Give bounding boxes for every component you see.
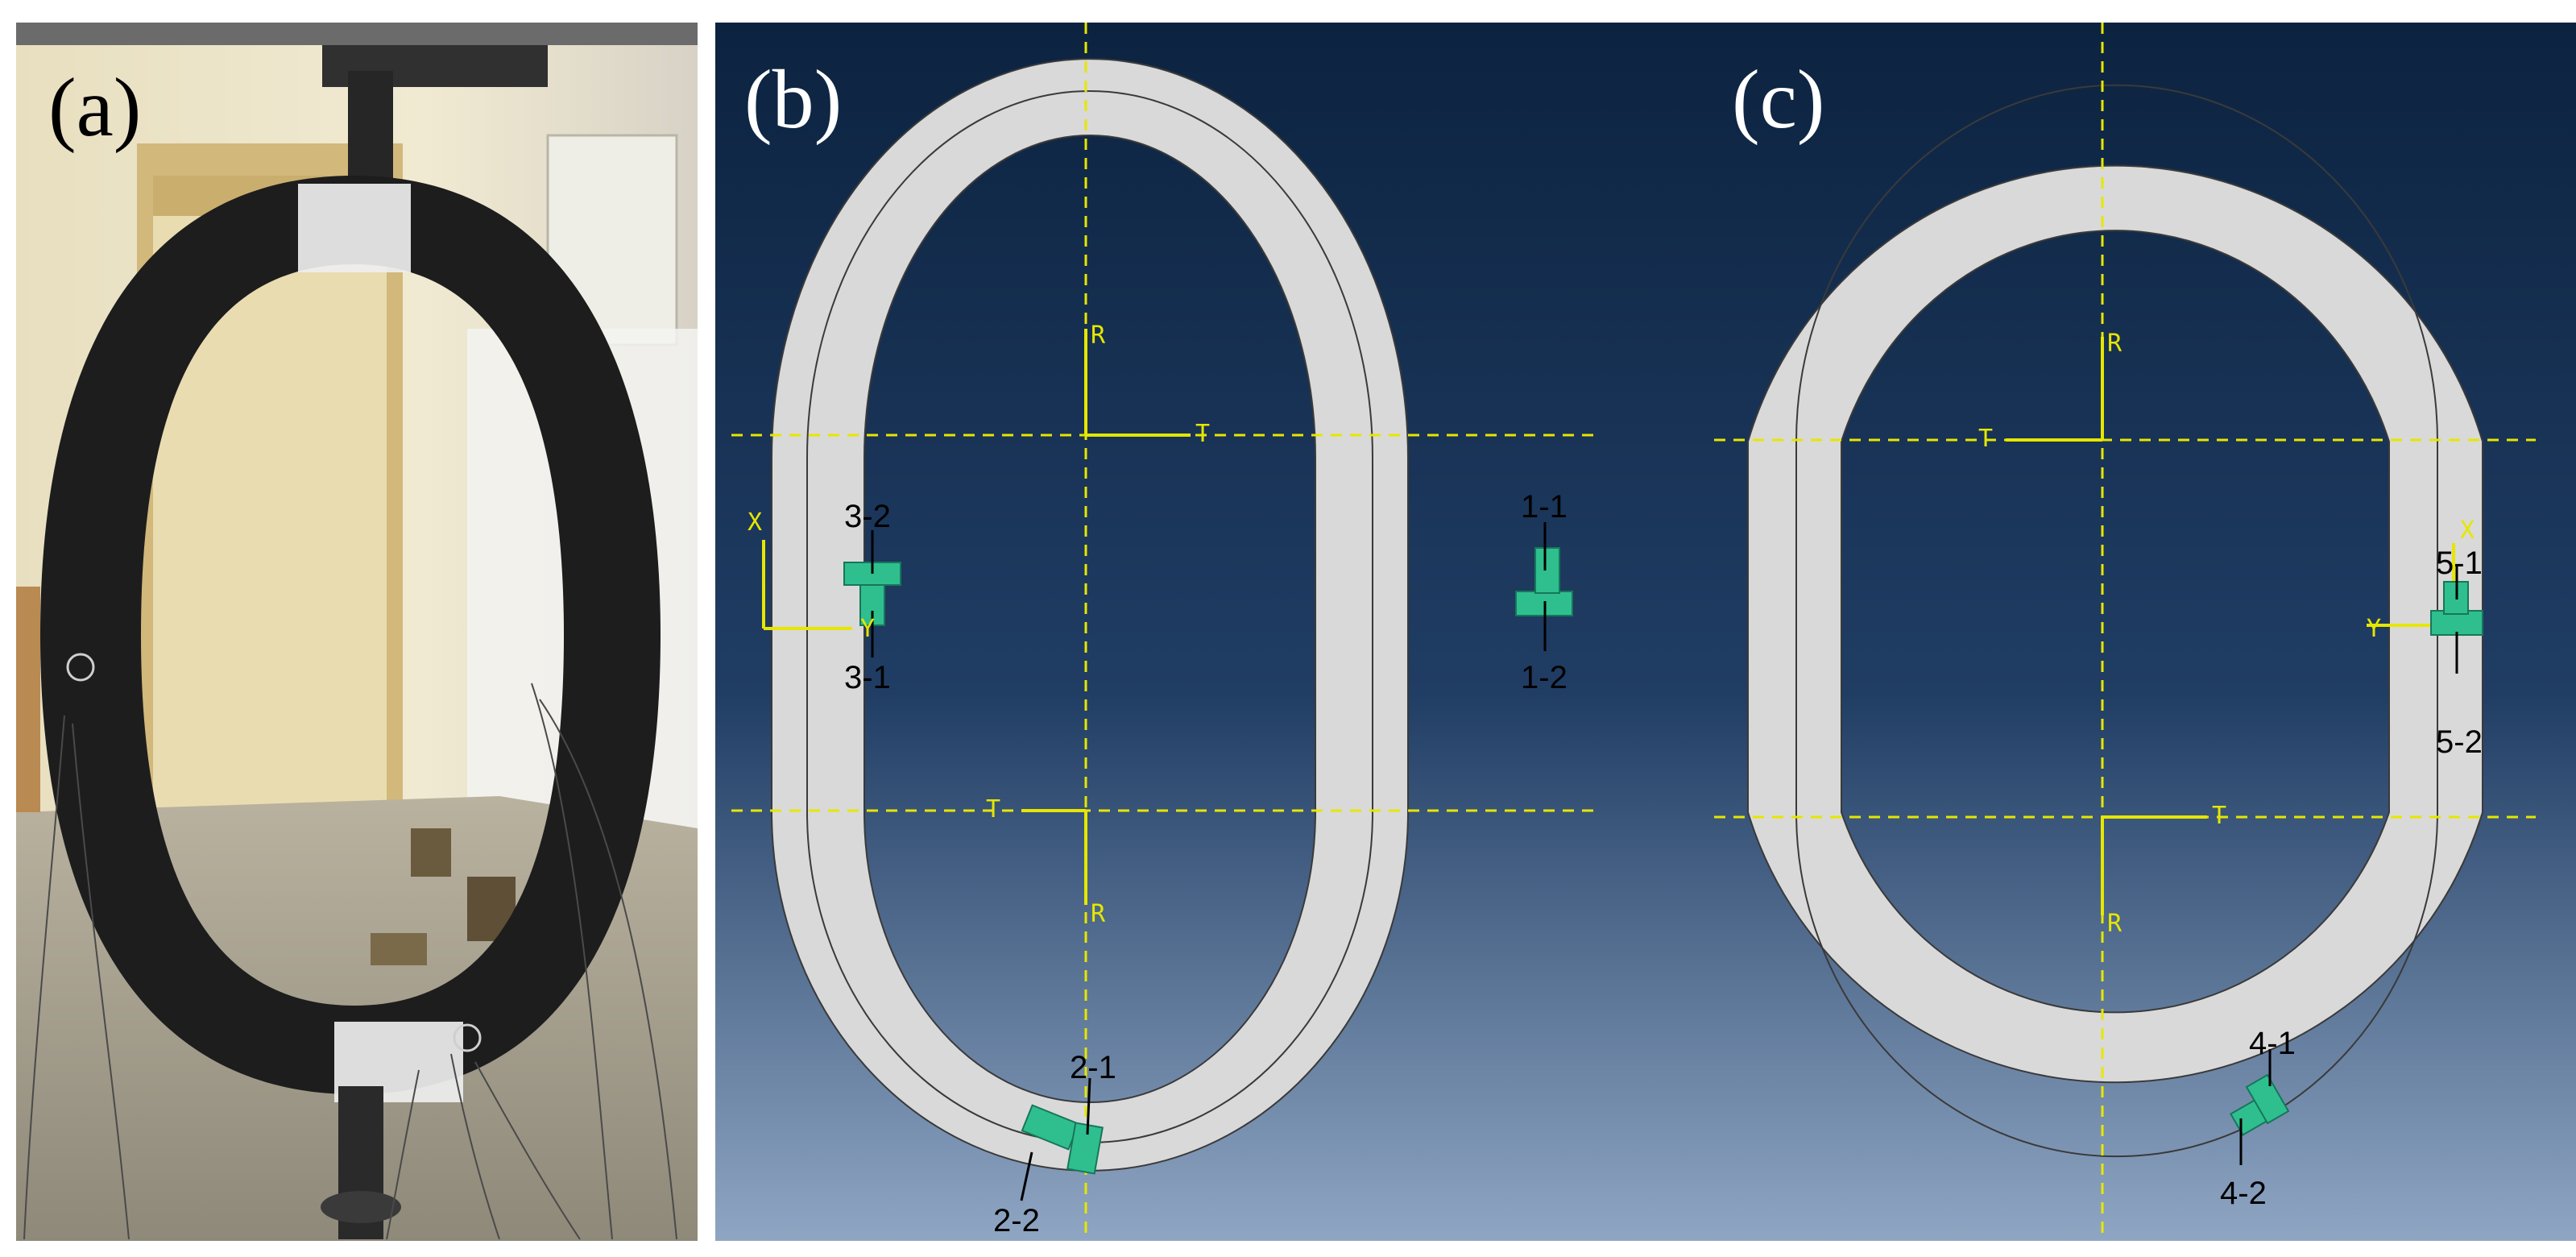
gauge-leaders-b xyxy=(871,522,1547,1201)
csys-label-t-top: T xyxy=(1195,420,1210,448)
gauge-label-1-1: 1-1 xyxy=(1521,489,1568,525)
csys-label-x: X xyxy=(748,508,762,537)
gauge-label-5-1: 5-1 xyxy=(2436,546,2483,581)
gauge-label-1-2: 1-2 xyxy=(1521,660,1568,695)
csys-label-y: Y xyxy=(2367,615,2381,643)
fe-model-panel-c: R T T R X Y 4-1 4-2 5-1 5-2 (c) xyxy=(1642,23,2576,1241)
csys-label-r-bottom: R xyxy=(2107,910,2123,938)
gauge-label-4-1: 4-1 xyxy=(2249,1026,2296,1061)
csys-label-x: X xyxy=(2460,516,2475,545)
strain-gauges-c xyxy=(2230,581,2483,1136)
ring-section xyxy=(771,58,1409,1172)
ring-layer-line xyxy=(806,90,1373,1143)
local-csys xyxy=(762,329,1191,905)
csys-label-r-top: R xyxy=(1091,322,1106,350)
gauge-leaders-c xyxy=(2239,564,2458,1165)
tape-top xyxy=(298,184,411,272)
fe-viewport-c: R T T R X Y 4-1 4-2 5-1 5-2 xyxy=(1642,23,2576,1241)
panel-label-b: (b) xyxy=(744,53,843,146)
gauge-label-3-1: 3-1 xyxy=(844,660,891,695)
csys-label-y: Y xyxy=(860,615,875,643)
fe-model-panel-b: R T T R X Y 1-1 1-2 2-1 2-2 3-1 3-2 (b) xyxy=(715,23,1642,1241)
lead-wires xyxy=(23,682,677,1240)
test-rig-photo xyxy=(16,23,698,1241)
csys-label-r-bottom: R xyxy=(1091,900,1106,928)
csys-label-r-top: R xyxy=(2107,330,2123,358)
fe-viewport-b: R T T R X Y 1-1 1-2 2-1 2-2 3-1 3-2 xyxy=(715,23,1642,1241)
photo-panel-a: (a) xyxy=(16,23,698,1241)
gauge-label-3-2: 3-2 xyxy=(844,499,891,534)
gauge-label-2-1: 2-1 xyxy=(1070,1050,1116,1085)
gauge-label-5-2: 5-2 xyxy=(2436,724,2483,760)
panel-label-c: (c) xyxy=(1732,53,1825,146)
ring-layer-line xyxy=(1795,84,2438,1158)
csys-label-t-bottom: T xyxy=(986,795,1000,823)
gauge-label-2-2: 2-2 xyxy=(993,1203,1040,1238)
csys-label-t-bottom: T xyxy=(2212,802,2226,830)
gauge-label-4-2: 4-2 xyxy=(2220,1176,2267,1211)
csys-label-t-top: T xyxy=(1978,425,1993,453)
panel-label-a: (a) xyxy=(48,61,142,154)
